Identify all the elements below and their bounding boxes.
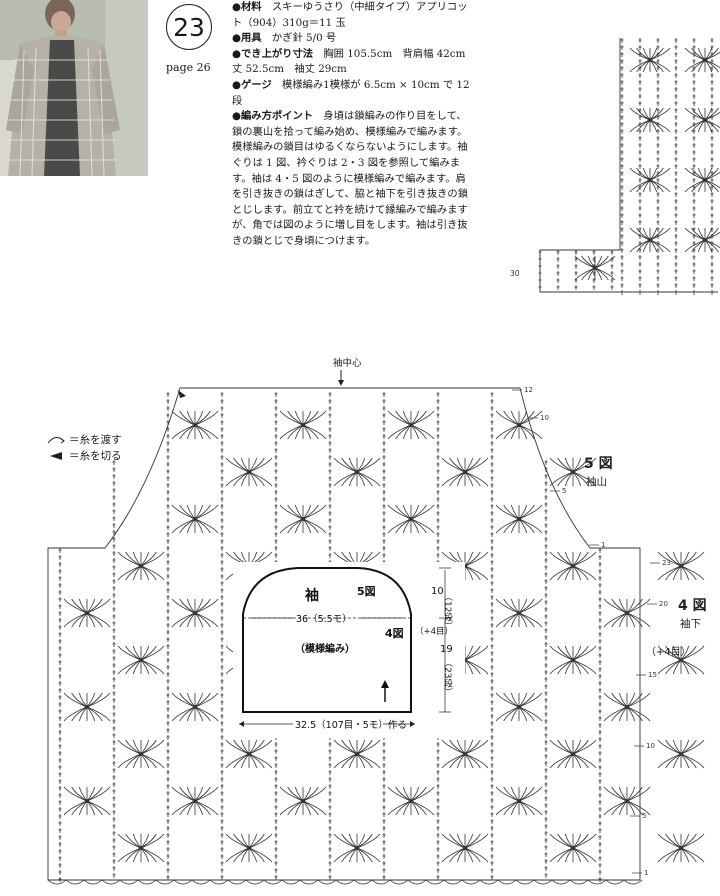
tools-line: ●用具 かぎ針 5/0 号 — [232, 32, 337, 45]
instructions-block: ●材料 スキーゆうさり（中細タイプ）アプリコット（904）310g＝11 玉 ●… — [232, 0, 476, 250]
row-marker-10: 10 — [540, 414, 549, 422]
sleeve-center-arrowhead — [338, 380, 344, 386]
fig4-increase: （+4目） — [646, 646, 691, 658]
row-marker-b10: 10 — [646, 742, 655, 750]
row-marker-23: 23 — [662, 559, 671, 567]
schematic-body-rows: （23段） — [442, 658, 453, 696]
schematic-width: 36（5.5モ） — [296, 613, 352, 625]
row-marker-b5: 5 — [642, 812, 646, 820]
cut-yarn-icon — [50, 452, 62, 460]
row-marker-1: 1 — [601, 541, 605, 549]
sleeve-chart: 袖中心 5 図 袖山 4 図 袖下 （+4目） 12 10 5 1 23 20 … — [47, 357, 707, 885]
join-yarn-icon — [47, 437, 65, 444]
schematic-fig5: 5図 — [357, 584, 376, 598]
page-reference: page 26 — [166, 61, 211, 74]
schematic-cap-rows: （12段） — [442, 592, 453, 630]
sleeve-center-label: 袖中心 — [333, 357, 362, 369]
fig5-title: 5 図 — [584, 456, 613, 472]
cut-yarn-mark — [178, 390, 186, 398]
row-label-30: 30 — [510, 269, 520, 278]
symbol-legend: ＝糸を渡す ＝糸を切る — [46, 432, 122, 464]
legend-join: ＝糸を渡す — [46, 432, 122, 448]
schematic-increase: （+4目） — [415, 626, 453, 637]
sleeve-schematic: 袖 5図 36（5.5モ） 4図 （+4目） （模様編み） 10 （12段） 1… — [233, 562, 465, 738]
legend-cut: ＝糸を切る — [46, 448, 122, 464]
schematic-title: 袖 — [305, 587, 319, 604]
materials-line: ●材料 スキーゆうさり（中細タイプ）アプリコット（904）310g＝11 玉 — [232, 1, 468, 29]
knitting-points-line: ●編み方ポイント 身頃は鎖編みの作り目をして、鎖の裏山を拾って編み始め、模様編み… — [232, 110, 469, 247]
fig5-subtitle: 袖山 — [586, 475, 607, 488]
schematic-stitch: （模様編み） — [295, 642, 355, 655]
row-marker-20: 20 — [659, 600, 668, 608]
row-marker-15: 15 — [648, 671, 657, 679]
fig4-title: 4 図 — [678, 598, 707, 614]
gauge-line: ●ゲージ 模様編み1模様が 6.5cm × 10cm で 12 段 — [232, 78, 470, 107]
row-marker-5: 5 — [562, 487, 566, 495]
row-marker-b1: 1 — [644, 869, 648, 877]
body-chart-partial: 30 — [510, 38, 720, 295]
cardigan-photo — [0, 0, 148, 176]
schematic-cap-height: 10 — [431, 586, 444, 597]
schematic-body-height: 19 — [440, 644, 453, 655]
pattern-number: 23 — [166, 4, 212, 50]
schematic-fig4: 4図 — [385, 626, 404, 640]
sleeve-outline — [242, 567, 412, 713]
row-marker-12: 12 — [524, 386, 533, 394]
finished-size-line: ●でき上がり寸法 胸囲 105.5cm 背肩幅 42cm 丈 52.5cm 袖丈… — [232, 47, 476, 76]
schematic-base: 32.5（107目・5モ）作る — [295, 719, 407, 731]
fig4-subtitle: 袖下 — [680, 617, 701, 630]
